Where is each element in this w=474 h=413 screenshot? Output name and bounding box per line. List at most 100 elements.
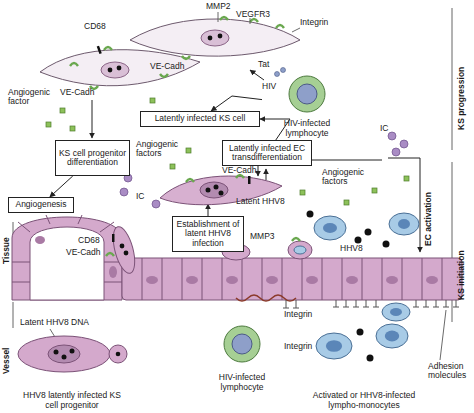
capillary-sprout xyxy=(12,217,122,300)
endothelium xyxy=(122,258,462,300)
hiv-virion xyxy=(281,68,286,73)
cell-nucleus xyxy=(186,276,198,284)
section-label: KS progression xyxy=(457,67,466,130)
factor-square xyxy=(186,148,191,153)
factor-square xyxy=(150,98,155,103)
cell-borders xyxy=(142,258,442,300)
immune-complexes xyxy=(120,132,408,208)
ic-circle xyxy=(392,148,400,156)
annotation-label: Angiogenic factors xyxy=(136,140,184,159)
flow-arrow xyxy=(92,100,93,138)
annotation-label: VEGFR3 xyxy=(236,10,270,19)
annotation-label: IC xyxy=(380,124,389,133)
hhv8-virion xyxy=(355,237,362,244)
ic-circle xyxy=(152,200,160,208)
node-text: Latently infected KS cell xyxy=(155,114,246,123)
annotation-label: Integrin xyxy=(284,310,312,319)
annotation-label: Latent HHV8 DNA xyxy=(20,318,89,327)
integrin-symbol xyxy=(283,300,299,308)
annotation-label: MMP3 xyxy=(250,232,275,241)
emerging-ks-cell xyxy=(109,224,139,275)
ks-progenitor-cell: HHV8 latently infected KS cell progenito… xyxy=(16,330,128,410)
annotation-label: VE-Cadh xyxy=(60,88,95,97)
hhv8-virion xyxy=(365,229,372,236)
cell-nucleus xyxy=(232,334,252,354)
tat-arrow xyxy=(250,70,264,80)
cell-nucleus xyxy=(398,219,410,229)
node-text: HIV-infected lymphocyte xyxy=(204,373,280,392)
infected-nucleus xyxy=(294,246,306,254)
cell-nucleus xyxy=(48,345,80,363)
progenitor-body xyxy=(18,336,110,372)
cell-nucleus xyxy=(346,276,358,284)
annotation-label: HIV xyxy=(262,82,276,91)
hhv8-episome xyxy=(124,251,129,256)
lymphocyte-body xyxy=(224,326,260,362)
annotation-label: HHV8 xyxy=(340,244,363,253)
factor-square xyxy=(70,126,75,131)
annotation-label: Integrin xyxy=(284,342,312,351)
process-box: KS cell progenitor differentiation xyxy=(55,140,130,176)
annotation-label: VE-Cadh xyxy=(66,248,101,257)
factor-square xyxy=(344,200,349,205)
hiv-lymphocyte: HIV-infected lymphocyte xyxy=(204,322,280,392)
cell-nucleus xyxy=(200,182,228,198)
adherent-monocyte xyxy=(382,303,410,321)
hhv8-virion xyxy=(367,355,374,362)
cell-nucleus xyxy=(385,331,399,342)
annotation-label: Integrin xyxy=(300,18,328,27)
hhv8-episome xyxy=(117,66,122,71)
node-text: HHV8 latently infected KS cell progenito… xyxy=(16,391,128,410)
hhv8-virion xyxy=(307,211,314,218)
node-text: Latently infected EC transdifferentiatio… xyxy=(224,144,310,163)
flow-arrow xyxy=(388,158,420,252)
hhv8-episome xyxy=(120,244,125,249)
flow-connector xyxy=(260,119,290,140)
cell-nucleus xyxy=(101,62,129,78)
annotation-label: CD68 xyxy=(78,236,100,245)
annotation-label: Angiogenic factor xyxy=(8,88,56,107)
flow-arrow xyxy=(208,204,209,216)
section-label: Vessel xyxy=(2,348,11,374)
node-text: HIV-infected lymphocyte xyxy=(262,119,352,138)
annotation-label: VE-Cadh xyxy=(222,166,257,175)
hhv8-episome xyxy=(214,185,219,190)
factor-square xyxy=(60,108,65,113)
leader-line xyxy=(440,310,446,360)
annotation-label: Adhesion molecules xyxy=(428,362,472,381)
cell-nucleus xyxy=(306,276,318,284)
monocyte-body xyxy=(376,324,408,348)
cell-nucleus xyxy=(201,30,229,46)
flow-arrow xyxy=(266,169,267,180)
node-text: Activated or HHV8-infected lympho-monocy… xyxy=(300,391,428,410)
ks-spindle-cell xyxy=(130,19,300,56)
factor-square xyxy=(300,190,305,195)
activated-endothelial-cell xyxy=(288,241,312,259)
annotation-label: Tat xyxy=(258,60,269,69)
ic-circle xyxy=(400,140,408,148)
section-label: EC activation xyxy=(424,192,433,246)
hhv8-episome xyxy=(208,36,213,41)
hhv8-episome xyxy=(70,349,75,354)
process-box: Latently infected EC transdifferentiatio… xyxy=(222,140,312,166)
cell-nucleus xyxy=(297,84,317,104)
hhv8-virion xyxy=(357,329,364,336)
cell-nucleus xyxy=(226,276,238,284)
process-box: Establishment of latent HHV8 infection xyxy=(172,216,244,252)
flow-connector xyxy=(211,96,262,111)
factor-square xyxy=(46,122,51,127)
cd68-marker xyxy=(248,176,251,184)
hhv8-episome xyxy=(116,352,121,357)
cell-borders xyxy=(12,215,122,282)
annotation-label: CD68 xyxy=(84,22,106,31)
hhv8-episome xyxy=(206,188,211,193)
mmp-activity xyxy=(236,295,296,301)
ic-circle xyxy=(120,188,128,196)
hhv8-episome xyxy=(218,34,223,39)
process-box: Angiogenesis xyxy=(8,197,74,213)
hhv8-episome xyxy=(54,350,59,355)
cell-nucleus xyxy=(326,340,342,352)
section-label: KS initiation xyxy=(457,250,466,300)
cd68-marker xyxy=(112,234,115,242)
